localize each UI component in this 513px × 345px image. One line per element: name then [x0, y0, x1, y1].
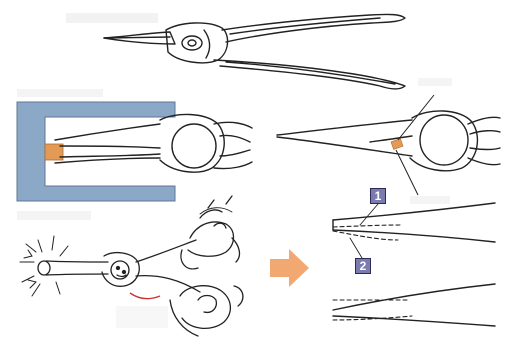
motion-mark — [130, 293, 160, 299]
right-arrow-icon — [270, 249, 309, 287]
pointer-line-lower — [396, 150, 418, 195]
blank-label-bottom — [17, 211, 91, 220]
blank-label-top — [66, 13, 158, 23]
blank-label-left — [17, 89, 103, 97]
pliers-in-channel-icon — [55, 114, 252, 172]
channel-wall — [17, 102, 175, 201]
pointer-line-upper — [398, 95, 434, 140]
spark-burst-icon — [20, 236, 68, 296]
callout-badge-2: 2 — [355, 258, 371, 274]
callout-number-1: 1 — [375, 189, 382, 203]
pliers-side-view-icon — [277, 111, 500, 171]
long-nose-pliers-icon — [104, 14, 405, 89]
blank-label-lower-right — [410, 196, 450, 204]
callout-badge-1: 1 — [370, 188, 386, 204]
blank-label-hand — [116, 306, 168, 328]
callout-number-2: 2 — [360, 259, 367, 273]
blank-label-upper-right — [418, 78, 452, 86]
small-workpiece — [391, 139, 403, 150]
